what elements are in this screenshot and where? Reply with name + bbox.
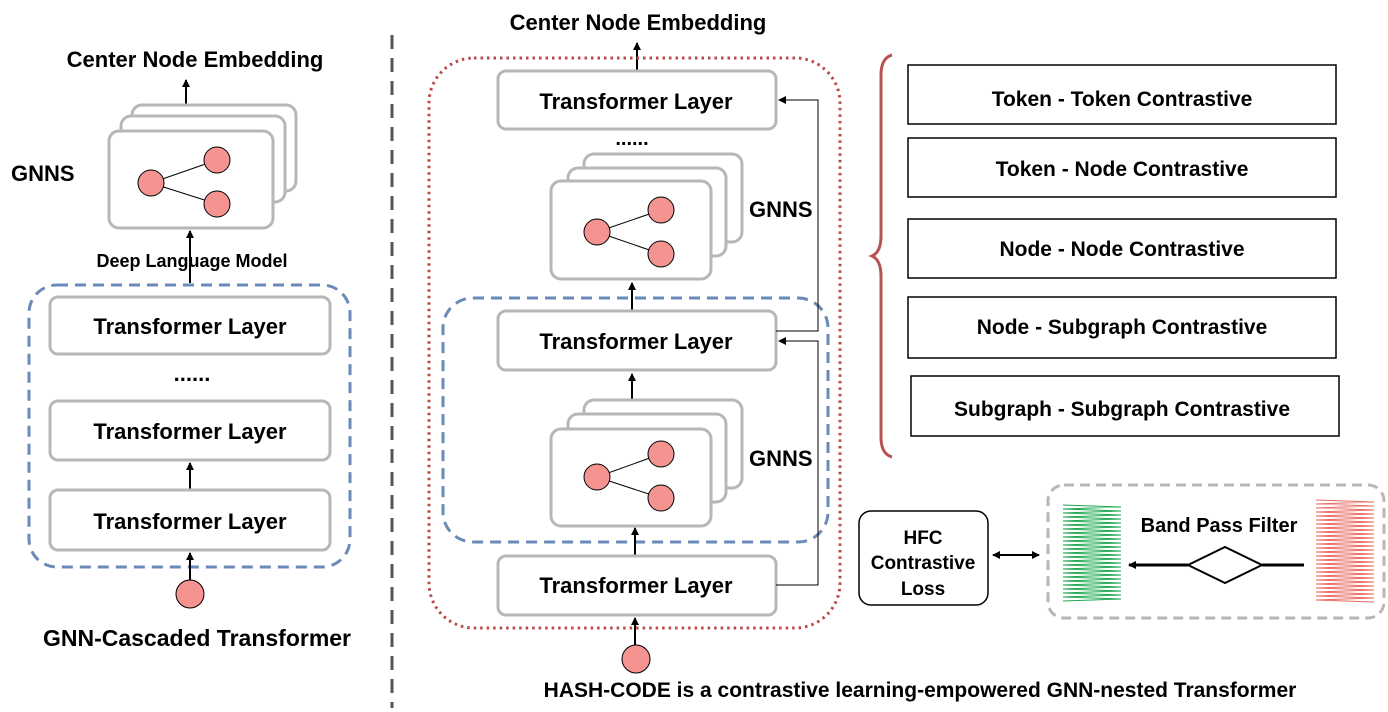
objective-box bbox=[907, 218, 1337, 279]
right-transformer-layer-middle bbox=[496, 309, 778, 372]
objective-label: Subgraph - Subgraph Contrastive bbox=[954, 398, 1290, 421]
left-gnn-stack bbox=[107, 103, 298, 230]
left-transformer-layer-middle bbox=[48, 399, 332, 462]
hfc-loss-label-line: HFC bbox=[903, 528, 942, 549]
left-caption: GNN-Cascaded Transformer bbox=[43, 625, 351, 651]
filtered-signal-wave bbox=[1062, 504, 1122, 602]
objective-box bbox=[907, 296, 1337, 359]
hfc-section: HFC Contrastive Loss Band Pass Filter bbox=[858, 483, 1386, 620]
graph-node bbox=[647, 484, 675, 512]
skip-connection-to-middle bbox=[776, 337, 819, 586]
graph-node bbox=[583, 218, 611, 246]
graph-node bbox=[583, 463, 611, 491]
left-transformer-layer-top-label: Transformer Layer bbox=[93, 314, 287, 339]
graph-node bbox=[647, 196, 675, 224]
hfc-loss-label-line: Contrastive bbox=[871, 553, 976, 574]
objective-box bbox=[907, 64, 1337, 125]
left-transformer-layer-bottom-label: Transformer Layer bbox=[93, 509, 287, 534]
band-pass-filter-group bbox=[1046, 483, 1386, 620]
left-input-node bbox=[175, 579, 205, 609]
objective-label: Node - Subgraph Contrastive bbox=[977, 316, 1268, 339]
right-transformer-layer-middle-label: Transformer Layer bbox=[539, 329, 733, 354]
graph-node bbox=[203, 146, 231, 174]
hfc-loss-box bbox=[858, 510, 989, 606]
skip-connection-to-top bbox=[776, 96, 819, 332]
right-gnn-stack-lower bbox=[549, 398, 744, 528]
right-input-node bbox=[621, 644, 651, 674]
graph-node bbox=[137, 169, 165, 197]
left-ellipsis: ...... bbox=[174, 361, 211, 386]
right-output-label: Center Node Embedding bbox=[510, 10, 767, 35]
filter-diamond bbox=[1185, 545, 1265, 585]
right-caption: HASH-CODE is a contrastive learning-empo… bbox=[544, 679, 1297, 702]
graph-node bbox=[647, 240, 675, 268]
band-pass-filter-label: Band Pass Filter bbox=[1141, 515, 1298, 537]
objective-label: Token - Token Contrastive bbox=[992, 88, 1253, 111]
left-transformer-layer-top bbox=[48, 295, 332, 356]
left-panel: Center Node Embedding GNNS Deep Language… bbox=[11, 47, 352, 651]
left-output-label: Center Node Embedding bbox=[67, 47, 324, 72]
objective-label: Node - Node Contrastive bbox=[999, 238, 1244, 261]
hash-code-model-group bbox=[427, 56, 842, 630]
deep-language-model-label: Deep Language Model bbox=[96, 251, 287, 271]
hfc-loss-label-line: Loss bbox=[901, 579, 945, 600]
left-transformer-layer-middle-label: Transformer Layer bbox=[93, 419, 287, 444]
input-signal-wave bbox=[1315, 499, 1375, 603]
right-transformer-layer-top-label: Transformer Layer bbox=[539, 89, 733, 114]
right-transformer-layer-top bbox=[496, 69, 778, 131]
objective-box bbox=[910, 375, 1340, 437]
right-gnn-stack-upper bbox=[549, 152, 744, 281]
right-gnns-upper-label: GNNS bbox=[749, 197, 813, 222]
right-transformer-layer-bottom-label: Transformer Layer bbox=[539, 573, 733, 598]
left-transformer-layer-bottom bbox=[48, 488, 332, 552]
objective-label: Token - Node Contrastive bbox=[996, 158, 1249, 181]
contrastive-objectives: Token - Token Contrastive Token - Node C… bbox=[868, 53, 1340, 459]
graph-node bbox=[647, 440, 675, 468]
left-gnns-label: GNNS bbox=[11, 161, 75, 186]
right-gnns-lower-label: GNNS bbox=[749, 446, 813, 471]
right-ellipsis: ...... bbox=[615, 128, 648, 150]
objectives-brace bbox=[868, 53, 893, 459]
right-panel: Center Node Embedding Transformer Layer … bbox=[427, 10, 1297, 702]
objective-box bbox=[907, 137, 1337, 198]
graph-node bbox=[203, 190, 231, 218]
